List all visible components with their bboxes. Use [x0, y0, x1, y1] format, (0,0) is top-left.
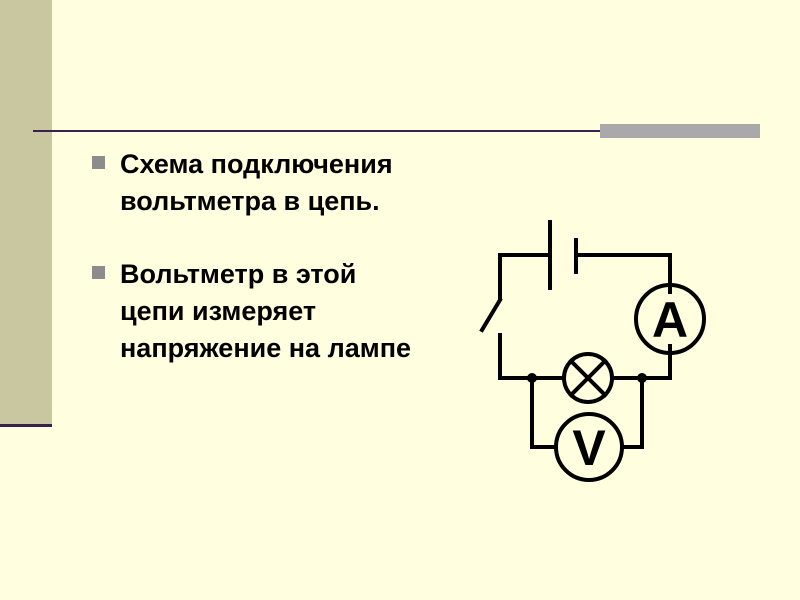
- bullet-item-measurement: Вольтметр в этой цепи измеряет напряжени…: [90, 256, 420, 367]
- junction-dot-right: [637, 373, 647, 383]
- wire-lamp-right: [610, 344, 672, 380]
- square-bullet-icon: [92, 156, 105, 169]
- voltmeter-symbol: [554, 412, 624, 482]
- wire-voltmeter-left: [530, 376, 558, 449]
- left-decor-rule: [0, 424, 52, 427]
- bullet-item-scheme: Схема подключения вольтметра в цепь.: [90, 146, 420, 220]
- wire-voltmeter-right: [620, 376, 644, 449]
- title-divider-line: [33, 130, 760, 132]
- junction-dot-left: [527, 373, 537, 383]
- lamp-symbol: [562, 352, 614, 404]
- wire-top-right: [574, 253, 672, 294]
- ammeter-label: A: [652, 292, 688, 348]
- bullet-list: Схема подключения вольтметра в цепь. Вол…: [90, 146, 420, 403]
- lamp-cross-b: [568, 358, 608, 398]
- wire-top-left: [498, 253, 552, 300]
- switch-lever: [479, 297, 503, 333]
- bullet-text: Схема подключения вольтметра в цепь.: [120, 149, 393, 216]
- ammeter-symbol: [634, 283, 706, 355]
- left-decor-band: [0, 0, 52, 427]
- wire-left-lower: [498, 333, 566, 380]
- bullet-text: Вольтметр в этой цепи измеряет напряжени…: [120, 259, 412, 363]
- title-accent-bar: [600, 124, 760, 138]
- voltmeter-label: V: [572, 420, 606, 476]
- square-bullet-icon: [92, 266, 105, 279]
- circuit-diagram: A V: [479, 220, 706, 482]
